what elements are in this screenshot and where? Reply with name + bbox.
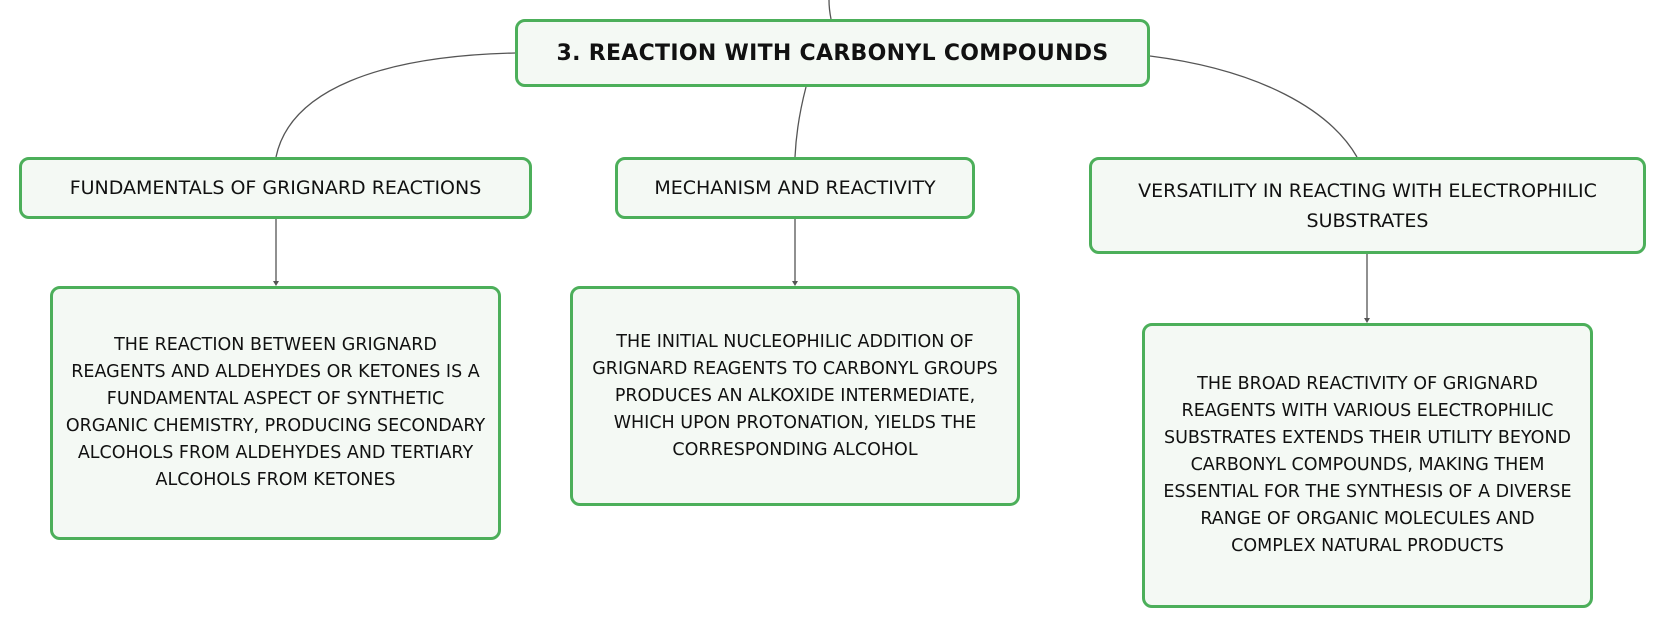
branch-node-label: FUNDAMENTALS OF GRIGNARD REACTIONS <box>69 177 482 199</box>
detail-node-text: THE BROAD REACTIVITY OF GRIGNARD REAGENT… <box>1163 374 1572 556</box>
branch-node-label: MECHANISM AND REACTIVITY <box>654 177 936 199</box>
arrowhead-mechanism-detail <box>792 281 798 286</box>
detail-node-text: THE INITIAL NUCLEOPHILIC ADDITION OF GRI… <box>592 331 998 460</box>
detail-node-versatility[interactable]: THE BROAD REACTIVITY OF GRIGNARD REAGENT… <box>1142 323 1593 608</box>
arrowhead-versatility-detail <box>1364 318 1370 323</box>
connector-root-to-fundamentals <box>275 52 516 158</box>
branch-node-versatility[interactable]: VERSATILITY IN REACTING WITH ELECTROPHIL… <box>1089 157 1646 254</box>
detail-node-mechanism[interactable]: THE INITIAL NUCLEOPHILIC ADDITION OF GRI… <box>570 286 1020 506</box>
detail-node-text: THE REACTION BETWEEN GRIGNARD REAGENTS A… <box>65 335 486 490</box>
root-node-label: 3. REACTION WITH CARBONYL COMPOUNDS <box>556 40 1109 66</box>
connector-root-to-mechanism <box>794 86 807 158</box>
detail-node-fundamentals[interactable]: THE REACTION BETWEEN GRIGNARD REAGENTS A… <box>50 286 501 540</box>
connector-parent-to-root <box>828 0 832 20</box>
branch-node-label: VERSATILITY IN REACTING WITH ELECTROPHIL… <box>1138 179 1597 232</box>
arrowhead-fundamentals-detail <box>273 281 279 286</box>
connector-root-to-versatility <box>1149 55 1358 158</box>
root-node[interactable]: 3. REACTION WITH CARBONYL COMPOUNDS <box>515 19 1150 87</box>
branch-node-fundamentals[interactable]: FUNDAMENTALS OF GRIGNARD REACTIONS <box>19 157 532 219</box>
branch-node-mechanism[interactable]: MECHANISM AND REACTIVITY <box>615 157 975 219</box>
